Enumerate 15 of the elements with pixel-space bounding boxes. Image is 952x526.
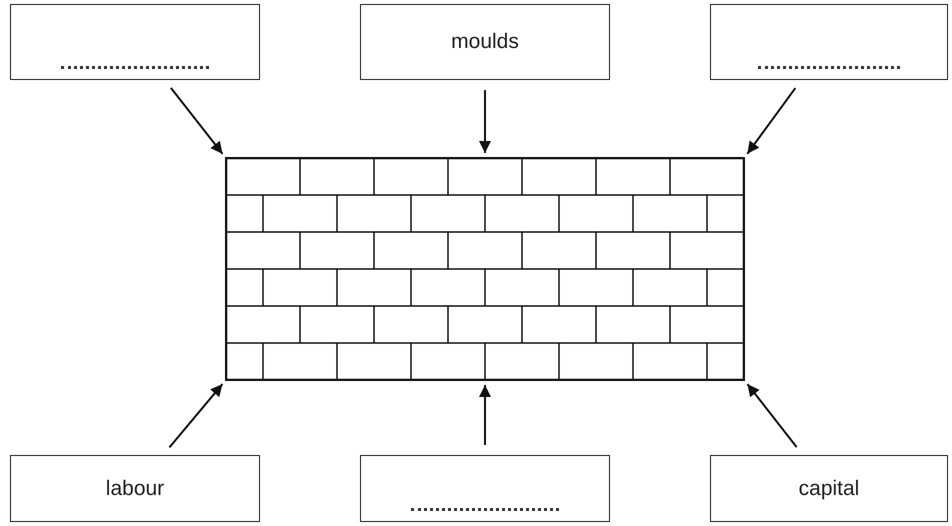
label-box [10,455,260,522]
arrow [746,87,796,154]
answer-box [10,4,260,80]
box-label: capital [798,476,860,500]
arrow [168,383,224,448]
answer-box [710,4,948,80]
answer-box [360,455,610,522]
arrow [170,87,224,154]
arrow [746,384,798,448]
label-box [710,455,948,522]
box-label: moulds [451,30,519,54]
arrow [479,90,491,153]
arrow [479,385,491,445]
box-label: labour [106,476,164,500]
label-box [360,4,610,80]
